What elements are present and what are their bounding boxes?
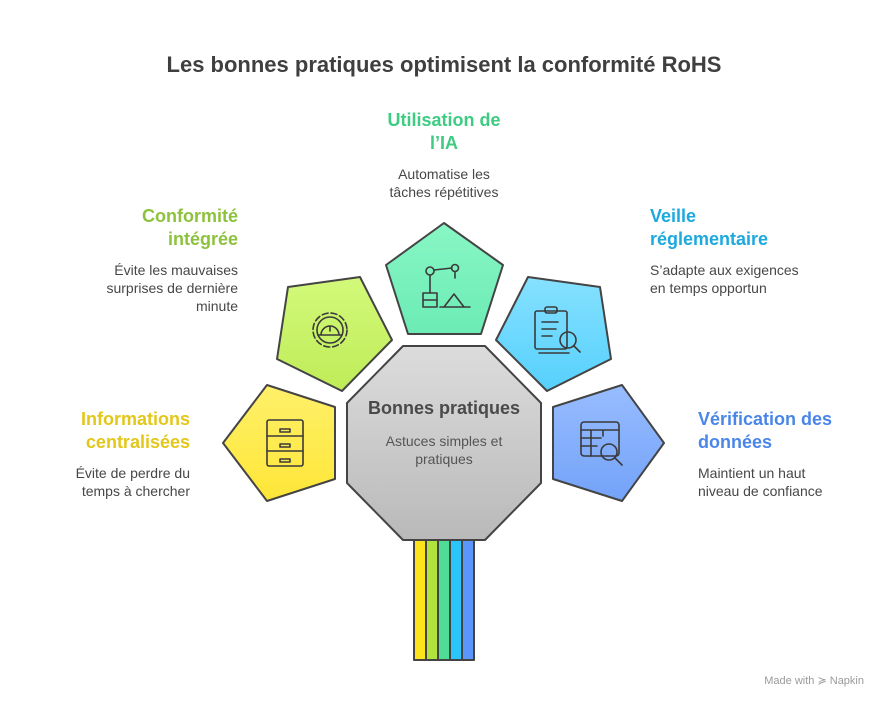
made-with-napkin[interactable]: Made with ≽ Napkin	[764, 674, 864, 687]
clipboard-search-icon	[534, 306, 581, 354]
center-subtitle: Astuces simples et pratiques	[385, 433, 503, 467]
stem-stripes	[413, 539, 475, 661]
label-conformite: Conformité intégrée Évite les mauvaises …	[80, 205, 238, 315]
gear-hardhat-icon	[312, 312, 348, 348]
item-desc: S’adapte aux exigences en temps opportun	[650, 262, 799, 296]
center-octagon[interactable]	[346, 345, 542, 541]
pentagon-veille[interactable]	[495, 276, 612, 392]
label-veille: Veille réglementaire S’adapte aux exigen…	[650, 205, 800, 297]
item-title: Veille réglementaire	[650, 206, 769, 249]
footer-brand: Napkin	[829, 675, 864, 687]
center-label: Bonnes pratiques Astuces simples et prat…	[360, 397, 528, 468]
diagram-title: Les bonnes pratiques optimisent la confo…	[166, 52, 722, 77]
pentagon-ia[interactable]	[385, 222, 504, 335]
napkin-logo-icon: ≽	[817, 675, 827, 687]
table-search-icon	[580, 421, 623, 466]
footer-text: Made with	[764, 675, 815, 687]
item-title: Vérification des données	[698, 409, 833, 452]
item-desc: Maintient un haut niveau de confiance	[698, 465, 823, 499]
label-verification: Vérification des données Maintient un ha…	[698, 408, 848, 500]
item-desc: Automatise les tâches répétitives	[389, 166, 499, 200]
item-title: Informations centralisées	[80, 409, 190, 452]
item-title: Utilisation de l’IA	[387, 110, 501, 153]
pentagon-informations[interactable]	[222, 384, 336, 502]
item-title: Conformité intégrée	[142, 206, 238, 249]
label-informations: Informations centralisées Évite de perdr…	[40, 408, 190, 500]
pentagon-conformite[interactable]	[276, 276, 393, 392]
label-ia: Utilisation de l’IA Automatise les tâche…	[364, 109, 524, 201]
center-title: Bonnes pratiques	[367, 398, 521, 418]
robot-arm-icon	[422, 263, 471, 308]
item-desc: Évite de perdre du temps à chercher	[75, 465, 190, 499]
pentagon-verification[interactable]	[552, 384, 665, 502]
filing-cabinet-icon	[266, 419, 304, 467]
item-desc: Évite les mauvaises surprises de dernièr…	[106, 262, 238, 314]
